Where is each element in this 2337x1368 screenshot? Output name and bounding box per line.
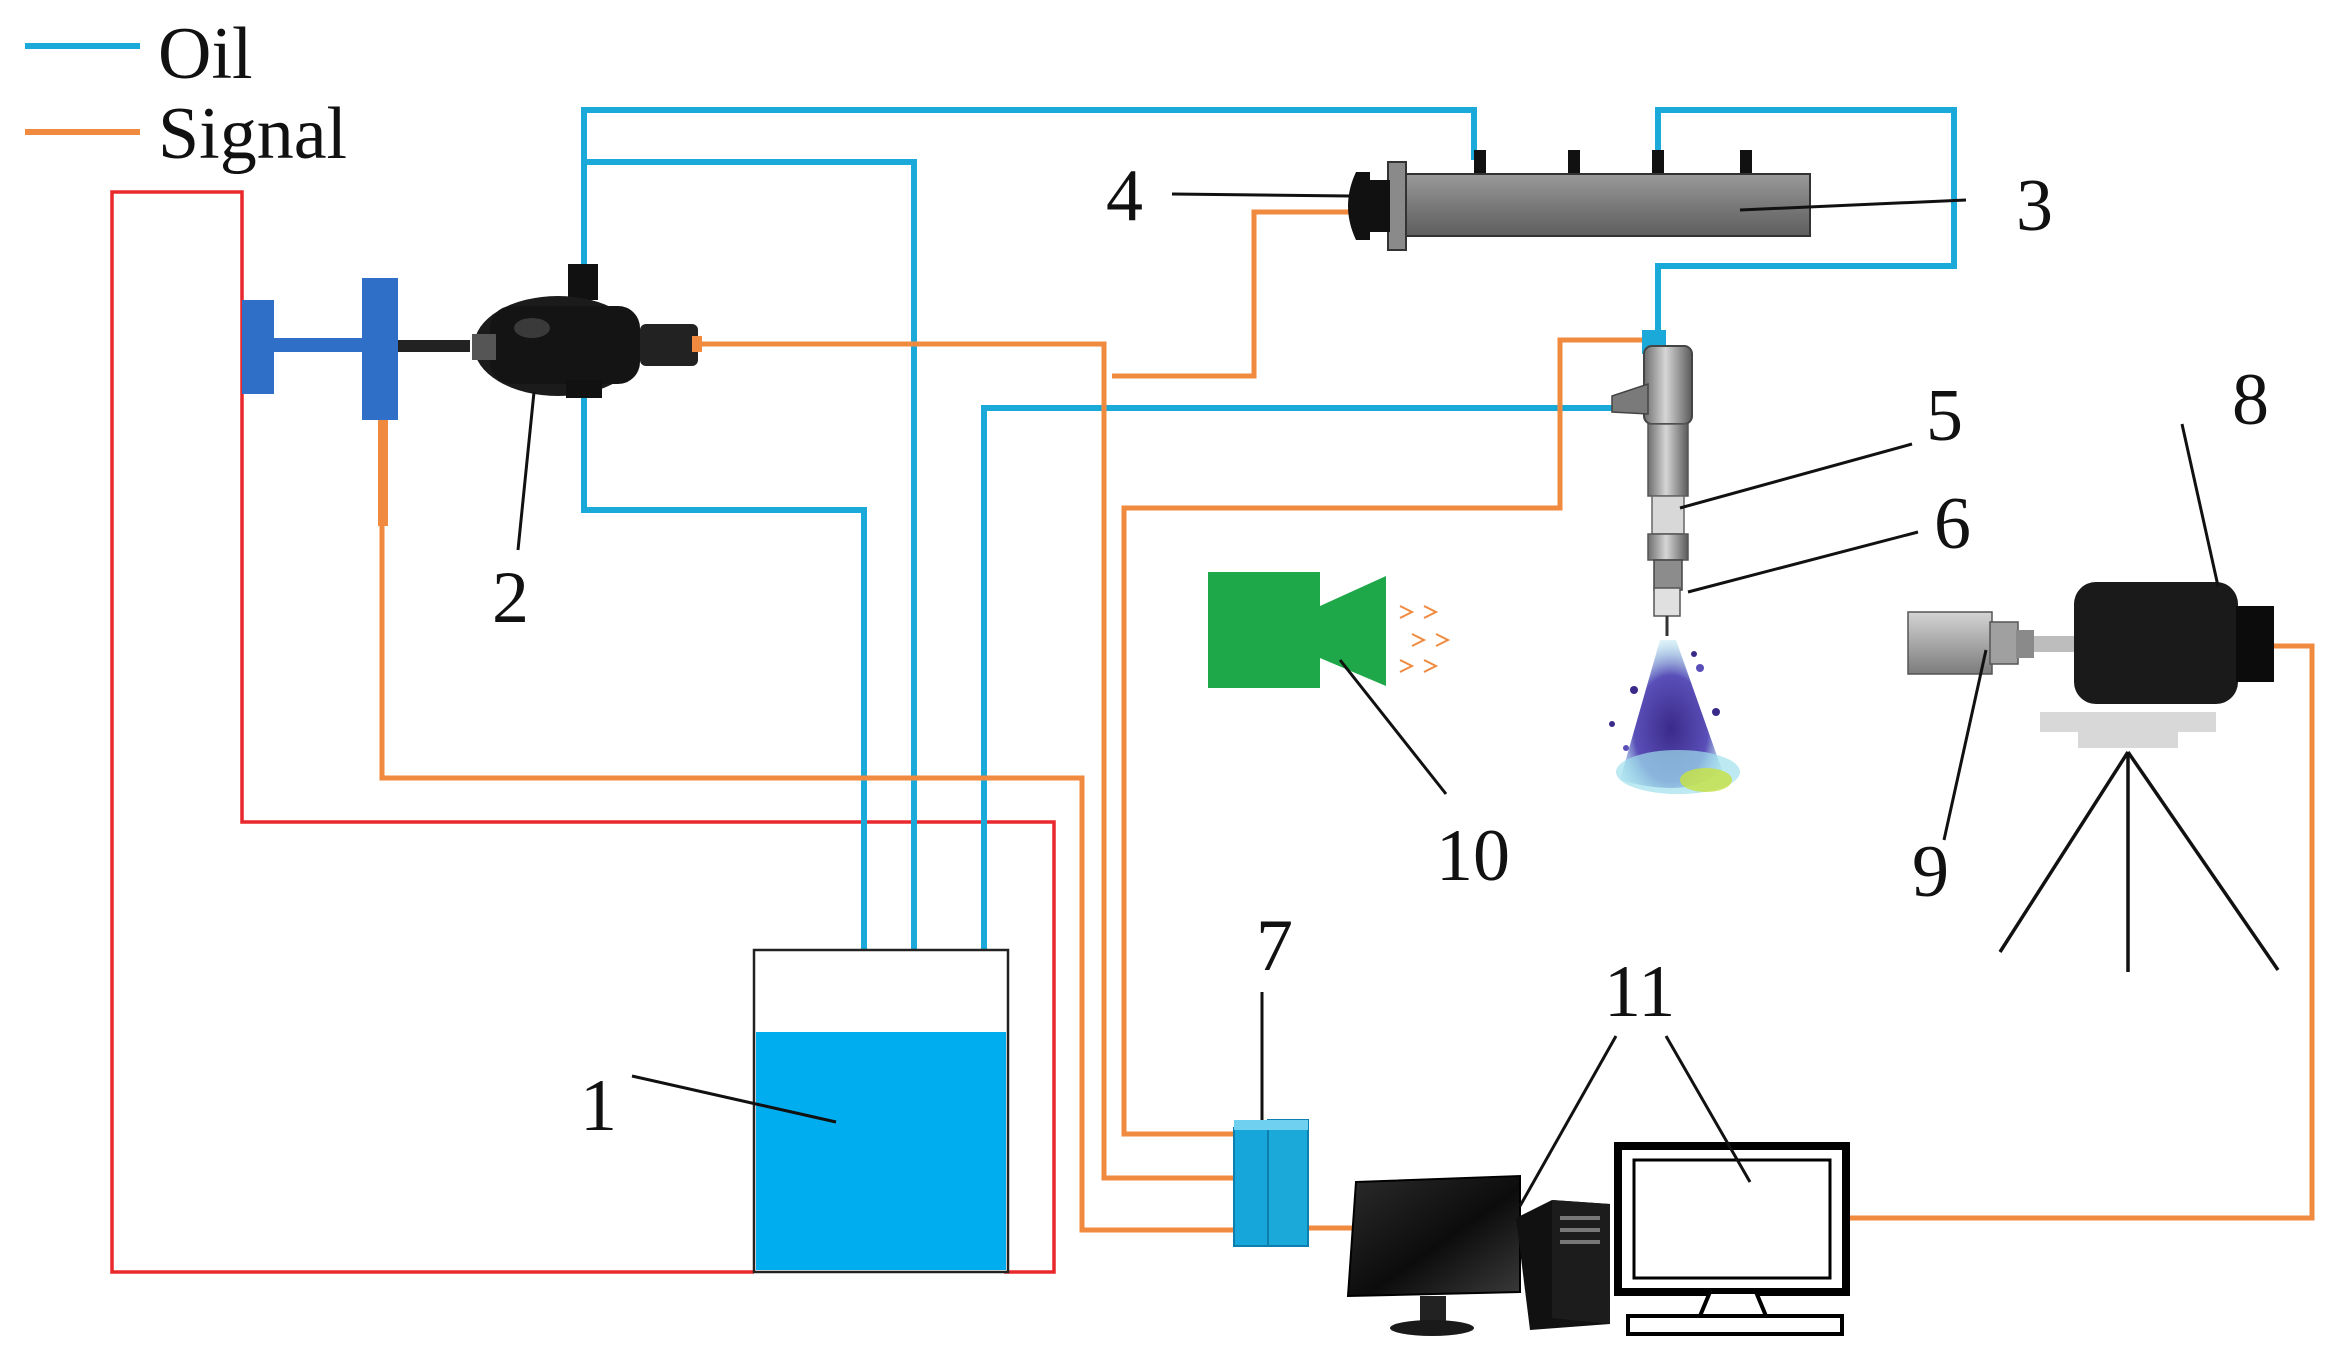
leader-lines xyxy=(516,192,2220,1207)
high-speed-camera-icon xyxy=(2040,582,2274,748)
light-rays-icon xyxy=(1399,605,1451,673)
label-11: 11 xyxy=(1604,951,1675,1033)
label-10: 10 xyxy=(1436,815,1510,897)
label-7: 7 xyxy=(1256,905,1293,987)
component-labels: 1 2 3 4 5 6 7 8 9 10 11 xyxy=(492,155,2269,1147)
high-pressure-pump-icon xyxy=(472,264,702,398)
signal-lines xyxy=(379,209,2315,1233)
common-rail-icon xyxy=(1387,150,1811,251)
legend: Oil Signal xyxy=(25,13,347,175)
tripod-icon xyxy=(1998,751,2280,972)
motor-coupling-icon xyxy=(242,278,470,526)
fuel-tank-icon xyxy=(752,948,1010,1274)
camera-lens-icon xyxy=(1907,611,2078,675)
label-6: 6 xyxy=(1934,483,1971,565)
label-9: 9 xyxy=(1912,831,1949,913)
label-5: 5 xyxy=(1926,375,1963,457)
light-source-icon xyxy=(1208,572,1451,688)
legend-oil-label: Oil xyxy=(158,13,253,95)
label-8: 8 xyxy=(2232,359,2269,441)
monitor-right-icon xyxy=(1614,1142,1850,1336)
label-1: 1 xyxy=(580,1065,617,1147)
controller-box-icon xyxy=(1233,1119,1309,1247)
pressure-sensor-icon xyxy=(1348,172,1390,240)
label-2: 2 xyxy=(492,557,529,639)
monitor-left-icon xyxy=(1346,1174,1521,1336)
tower-icon xyxy=(1516,1200,1610,1330)
nozzle-icon xyxy=(1653,559,1683,636)
legend-signal-label: Signal xyxy=(158,93,347,175)
injector-icon xyxy=(1611,330,1693,561)
label-3: 3 xyxy=(2016,165,2053,247)
computer-icon xyxy=(1346,1142,1850,1336)
power-lines xyxy=(110,190,1056,1274)
spray-plume-icon xyxy=(1609,640,1740,794)
label-4: 4 xyxy=(1106,155,1143,237)
oil-lines xyxy=(581,107,1957,1030)
